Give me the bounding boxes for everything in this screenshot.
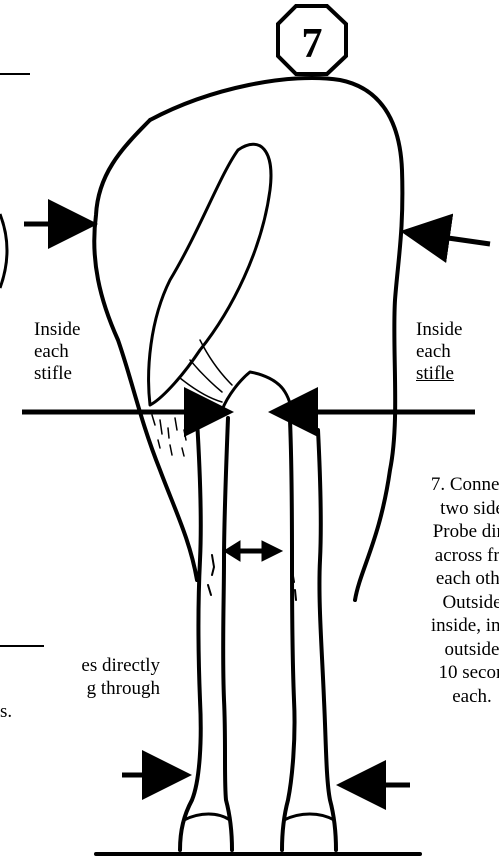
hair-texture: [152, 415, 186, 456]
rump-outline: [150, 78, 402, 600]
label-left-line-1: Inside: [34, 319, 80, 341]
leg-markings: [208, 555, 296, 600]
instruction-line-8: outside: [372, 638, 499, 662]
right-leg-outline: [282, 420, 295, 850]
left-hoof: [184, 814, 230, 820]
label-right-inside-stifle: Inside each stifle: [416, 319, 462, 385]
cutoff-line-1: es directly: [0, 654, 160, 677]
left-leg-inner: [223, 418, 232, 850]
arrow-between-legs-left-head: [224, 541, 240, 561]
tail-strands: [180, 340, 232, 402]
adjacent-panel-curve: [0, 214, 7, 288]
instruction-text: 7. Connect two side Probe dire across fr…: [372, 473, 499, 708]
step-badge-number: 7: [302, 21, 323, 67]
instruction-line-5: each othe: [372, 567, 499, 591]
label-right-line-3: stifle: [416, 363, 462, 385]
instruction-line-9: 10 secon: [372, 661, 499, 685]
label-left-inside-stifle: Inside each stifle: [34, 319, 80, 385]
instruction-line-3: Probe dire: [372, 520, 499, 544]
right-leg-inner: [318, 430, 336, 850]
arrow-between-legs-right-head: [262, 541, 282, 561]
label-left-line-3: stifle: [34, 363, 80, 385]
label-right-line-2: each: [416, 341, 462, 363]
tail-outline: [149, 144, 271, 405]
instruction-line-4: across fro: [372, 544, 499, 568]
arrow-right-flank: [420, 234, 490, 244]
left-leg-outline: [180, 420, 201, 850]
step-badge: 7: [278, 6, 346, 74]
cutoff-line-3: s.: [0, 700, 160, 723]
instruction-line-6: Outside: [372, 591, 499, 615]
label-left-line-2: each: [34, 341, 80, 363]
cutoff-text: es directly g through s.: [0, 654, 160, 723]
instruction-line-1: 7. Connect: [372, 473, 499, 497]
instruction-line-10: each.: [372, 685, 499, 709]
label-right-line-1: Inside: [416, 319, 462, 341]
instruction-line-2: two side: [372, 497, 499, 521]
horse-outline: [94, 78, 420, 854]
instruction-line-7: inside, insi: [372, 614, 499, 638]
left-flank-outline: [94, 120, 197, 580]
cutoff-line-2: g through: [0, 677, 160, 700]
inner-thigh-outline: [222, 372, 292, 420]
right-hoof: [284, 814, 334, 820]
